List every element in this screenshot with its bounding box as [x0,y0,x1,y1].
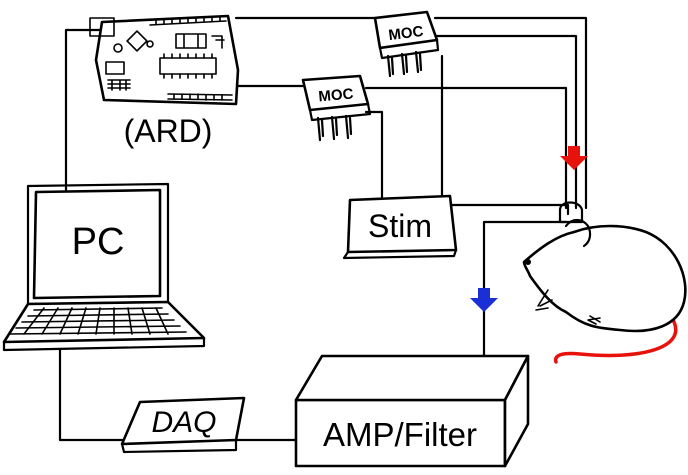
arduino-board-icon [89,14,240,106]
amp-side [503,354,530,468]
wire-moc-mid-stim [364,110,384,199]
arduino-power-jack [105,61,125,75]
moc-mid-chip: MOC [301,74,372,142]
blue-down-arrow-icon [470,288,498,312]
mouse-tail [553,316,678,364]
mouse-body [522,224,687,333]
laptop-screen [32,188,162,300]
wire-pc-daq [58,348,124,442]
record-arrow-icon [470,288,498,312]
wire-moc-mid-out [364,86,568,210]
moc-top-chip: MOC [373,10,440,78]
stim-box: Stim [342,194,458,260]
wire-ard-pc [64,28,102,192]
arduino-usb-port [89,17,115,37]
moc-top-label: MOC [388,23,425,44]
daq-label: DAQ [151,406,216,439]
arduino-header-bottom [167,93,233,101]
stim-arrow-icon [560,146,588,170]
mouse-electrode-cap [558,201,584,224]
arduino-header-top [149,15,227,26]
arduino-crystal [126,30,148,52]
arduino-body [94,14,240,106]
pc-label: PC [72,221,125,263]
amp-label: AMP/Filter [323,416,477,453]
amp-filter-box: AMP/Filter [294,354,530,468]
laptop-icon: PC [2,182,206,352]
mouse-hind-paw [587,315,601,325]
daq-box: DAQ [120,396,246,454]
wire-electrode-amp [482,220,568,380]
wire-moc-top-out-b [433,34,578,210]
arduino-label: (ARD) [124,113,213,149]
stim-label: Stim [368,208,432,244]
moc-mid-label: MOC [318,85,355,105]
mouse-eye [525,259,531,265]
mouse-front-paw [535,289,553,311]
laptop-keys [9,307,187,335]
wire-moc-top-out-a [433,16,588,210]
wire-stim-electrode [448,203,570,216]
mouse-icon [522,201,687,364]
wires [58,16,588,442]
amp-top [294,354,530,402]
red-down-arrow-icon [560,146,588,170]
